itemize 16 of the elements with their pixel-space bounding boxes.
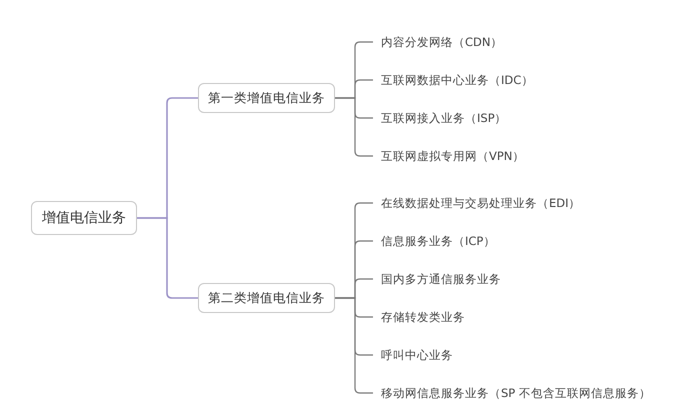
topic-label: 信息服务业务（ICP） [381, 233, 496, 249]
connector-line [335, 297, 373, 394]
topic-label: 在线数据处理与交易处理业务（EDI） [381, 195, 581, 211]
topic-box: 第二类增值电信业务 [198, 283, 335, 313]
topic-label: 内容分发网络（CDN） [381, 34, 502, 50]
topic-box: 第一类增值电信业务 [198, 83, 335, 113]
topic-label: 呼叫中心业务 [381, 347, 453, 363]
connector-line [137, 217, 198, 299]
topic-label: 互联网虚拟专用网（VPN） [381, 148, 524, 164]
connector-line [335, 97, 373, 157]
topic-box: 增值电信业务 [31, 201, 137, 235]
topic-label: 互联网接入业务（ISP） [381, 110, 507, 126]
topic-label: 移动网信息服务业务（SP 不包含互联网信息服务） [381, 385, 651, 401]
topic-label: 存储转发类业务 [381, 309, 465, 325]
topic-label: 国内多方通信服务业务 [381, 271, 501, 287]
topic-label: 互联网数据中心业务（IDC） [381, 72, 534, 88]
